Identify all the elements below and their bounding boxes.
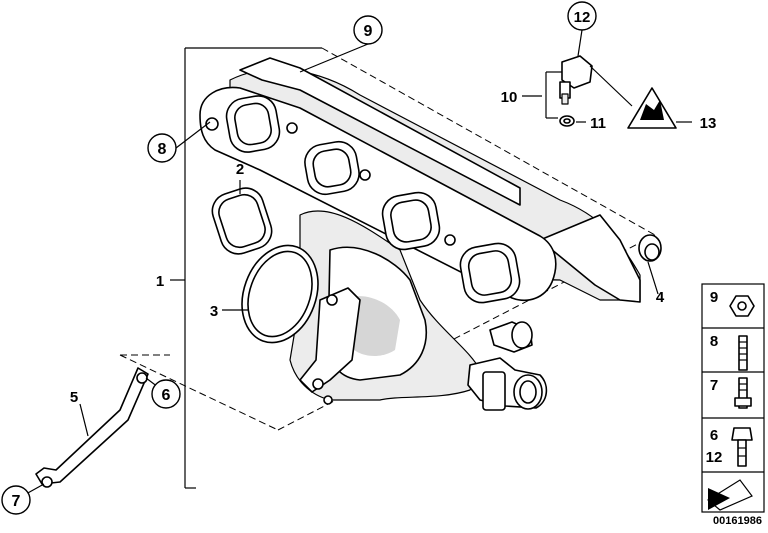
- callout-9: 9: [353, 15, 383, 45]
- callout-12: 12: [567, 1, 597, 31]
- callout-13-text: 13: [700, 115, 717, 132]
- warning-sign-13[interactable]: [627, 87, 677, 129]
- plug-4[interactable]: [638, 234, 662, 262]
- callout-5-text: 5: [70, 389, 78, 406]
- callout-1-text: 1: [156, 273, 164, 290]
- seal-ring-3[interactable]: [229, 235, 331, 354]
- screw-icon: [734, 377, 752, 409]
- callout-3-text: 3: [210, 303, 218, 320]
- callout-7-text: 7: [12, 493, 21, 510]
- callout-12-text: 12: [574, 9, 591, 26]
- callout-10-text: 10: [501, 89, 518, 106]
- callout-8-text: 8: [158, 141, 167, 158]
- legend-label-8: 8: [710, 333, 718, 350]
- callout-7: 7: [1, 485, 31, 515]
- sensor-12[interactable]: [559, 55, 593, 105]
- callout-2-text: 2: [236, 161, 244, 178]
- callout-8: 8: [147, 133, 177, 163]
- callout-4-text: 4: [656, 289, 665, 306]
- stud-icon: [738, 335, 748, 371]
- callout-6: 6: [151, 379, 181, 409]
- o-ring-11[interactable]: [559, 115, 575, 127]
- nut-icon: [729, 295, 755, 317]
- gasket-2[interactable]: [208, 183, 277, 258]
- leader-lines: [25, 29, 692, 495]
- arrow-icon: [706, 479, 753, 511]
- support-bracket-5[interactable]: [35, 367, 149, 488]
- legend-label-6: 6: [710, 427, 718, 444]
- callout-11-text: 11: [590, 115, 606, 132]
- callout-9-text: 9: [364, 23, 373, 40]
- legend-label-12: 12: [706, 449, 723, 466]
- legend-label-9: 9: [710, 289, 718, 306]
- intake-manifold[interactable]: [199, 57, 641, 411]
- legend-label-7: 7: [710, 377, 718, 394]
- diagram-number: 00161986: [713, 515, 762, 527]
- bolt-icon: [731, 427, 753, 467]
- callout-6-text: 6: [162, 387, 171, 404]
- hardware-legend: 9 8 7 6 12: [701, 283, 765, 513]
